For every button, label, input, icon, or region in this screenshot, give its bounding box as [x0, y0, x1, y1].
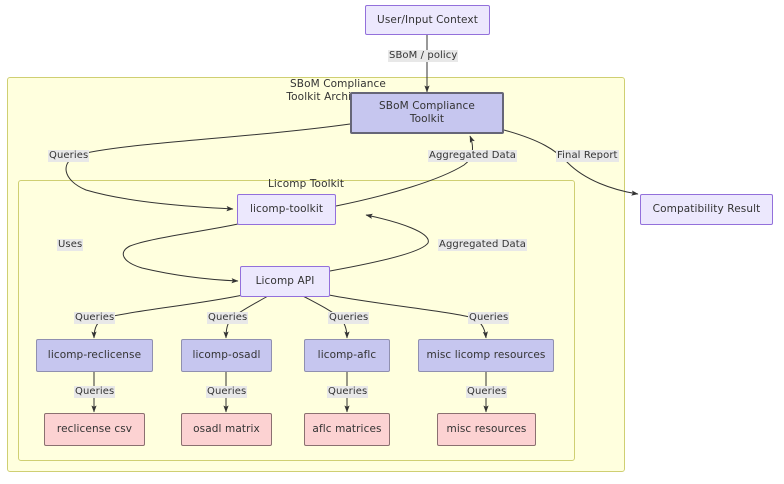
- node-sbom-compliance-toolkit[interactable]: SBoM Compliance Toolkit: [350, 92, 504, 134]
- edge-label-queries-reclicense: Queries: [74, 312, 116, 324]
- edge-label-queries-reclicense-csv: Queries: [74, 386, 116, 398]
- edge-label-queries-misc: Queries: [468, 312, 510, 324]
- edge-label-queries-misc-resources: Queries: [466, 386, 508, 398]
- node-licomp-toolkit[interactable]: licomp-toolkit: [237, 194, 336, 225]
- edge-label-aggregated-data-top: Aggregated Data: [428, 150, 518, 162]
- edge-label-final-report: Final Report: [556, 150, 619, 162]
- edge-label-aggregated-data-inner: Aggregated Data: [438, 239, 528, 251]
- edge-label-uses: Uses: [57, 239, 84, 251]
- edge-label-queries-toolkit: Queries: [48, 150, 90, 162]
- node-reclicense-csv[interactable]: reclicense csv: [44, 413, 145, 446]
- node-licomp-osadl[interactable]: licomp-osadl: [181, 339, 272, 372]
- edge-label-sbom-policy: SBoM / policy: [388, 50, 459, 62]
- node-user-input-context[interactable]: User/Input Context: [365, 5, 490, 35]
- node-licomp-aflc[interactable]: licomp-aflc: [304, 339, 390, 372]
- edge-label-queries-aflc-matrices: Queries: [327, 386, 369, 398]
- node-misc-licomp-resources[interactable]: misc licomp resources: [418, 339, 554, 372]
- node-licomp-api[interactable]: Licomp API: [240, 266, 330, 297]
- edge-label-queries-osadl-matrix: Queries: [206, 386, 248, 398]
- cluster-label-inner: Licomp Toolkit: [267, 178, 345, 190]
- node-misc-resources[interactable]: misc resources: [437, 413, 536, 446]
- edge-label-queries-osadl: Queries: [207, 312, 249, 324]
- node-osadl-matrix[interactable]: osadl matrix: [181, 413, 272, 446]
- node-aflc-matrices[interactable]: aflc matrices: [304, 413, 390, 446]
- node-licomp-reclicense[interactable]: licomp-reclicense: [36, 339, 153, 372]
- node-compatibility-result[interactable]: Compatibility Result: [640, 194, 773, 225]
- edge-label-queries-aflc: Queries: [328, 312, 370, 324]
